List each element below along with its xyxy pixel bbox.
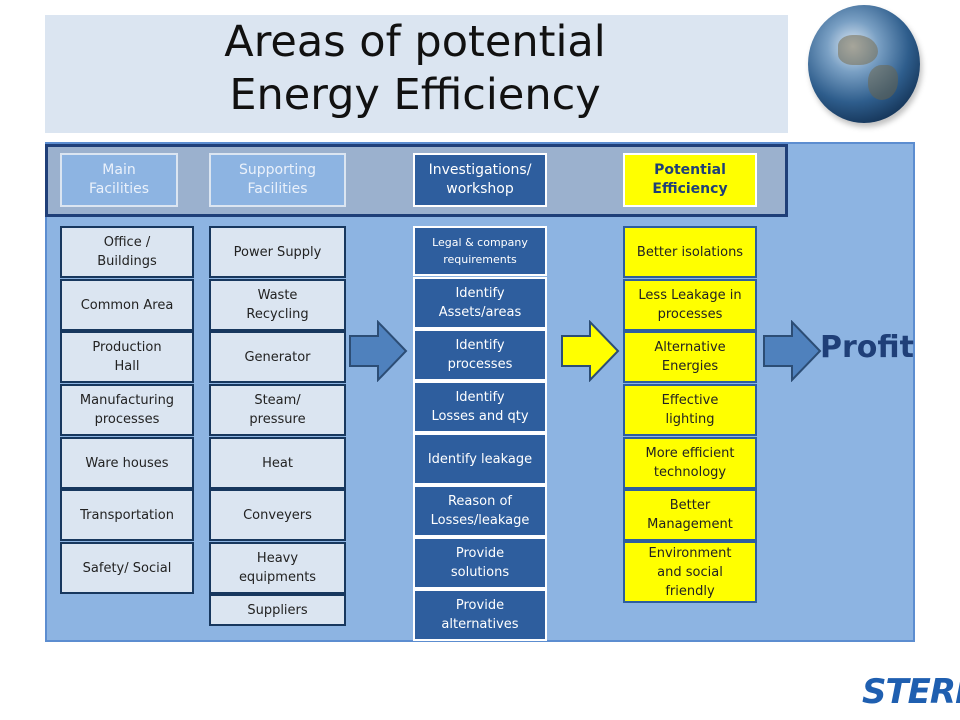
globe-land	[868, 65, 898, 100]
investigation-item: Identify leakage	[413, 433, 547, 485]
investigation-item: Identify processes	[413, 329, 547, 381]
globe-icon	[808, 5, 920, 123]
right-arrow-icon	[561, 320, 620, 382]
efficiency-item: Environment and social friendly	[623, 541, 757, 603]
supporting-facility-item: Waste Recycling	[209, 279, 346, 331]
efficiency-item: Alternative Energies	[623, 331, 757, 383]
supporting-facility-item: Heavy equipments	[209, 542, 346, 594]
efficiency-item: Better Management	[623, 489, 757, 541]
investigation-item: Provide solutions	[413, 537, 547, 589]
main-facility-item: Ware houses	[60, 437, 194, 489]
page-title: Areas of potential Energy Efficiency	[45, 16, 785, 122]
main-facility-item: Transportation	[60, 489, 194, 541]
stern-logo: STERN	[862, 672, 960, 712]
investigation-item: Reason of Losses/leakage	[413, 485, 547, 537]
profit-label: Profit	[820, 330, 914, 365]
header-main-facilities: Main Facilities	[60, 153, 178, 207]
supporting-facility-item: Steam/ pressure	[209, 384, 346, 436]
efficiency-item: Effective lighting	[623, 384, 757, 436]
header-potential-efficiency: Potential Efficiency	[623, 153, 757, 207]
supporting-facility-item: Conveyers	[209, 489, 346, 541]
right-arrow-icon	[763, 320, 822, 382]
investigation-item: Identify Losses and qty	[413, 381, 547, 433]
investigation-item: Legal & company requirements	[413, 226, 547, 276]
investigation-item: Provide alternatives	[413, 589, 547, 641]
main-facility-item: Common Area	[60, 279, 194, 331]
header-investigations: Investigations/ workshop	[413, 153, 547, 207]
supporting-facility-item: Heat	[209, 437, 346, 489]
header-supporting-facilities: Supporting Facilities	[209, 153, 346, 207]
efficiency-item: More efficient technology	[623, 437, 757, 489]
investigation-item: Identify Assets/areas	[413, 277, 547, 329]
efficiency-item: Better isolations	[623, 226, 757, 278]
right-arrow-icon	[349, 320, 408, 382]
main-facility-item: Manufacturing processes	[60, 384, 194, 436]
main-facility-item: Safety/ Social	[60, 542, 194, 594]
supporting-facility-item: Power Supply	[209, 226, 346, 278]
main-facility-item: Office / Buildings	[60, 226, 194, 278]
main-facility-item: Production Hall	[60, 331, 194, 383]
efficiency-item: Less Leakage in processes	[623, 279, 757, 331]
title-band	[45, 15, 788, 133]
title-line-2: Energy Efficiency	[229, 70, 601, 120]
supporting-facility-item: Suppliers	[209, 594, 346, 626]
supporting-facility-item: Generator	[209, 331, 346, 383]
globe-land	[838, 35, 878, 65]
title-line-1: Areas of potential	[224, 17, 606, 67]
